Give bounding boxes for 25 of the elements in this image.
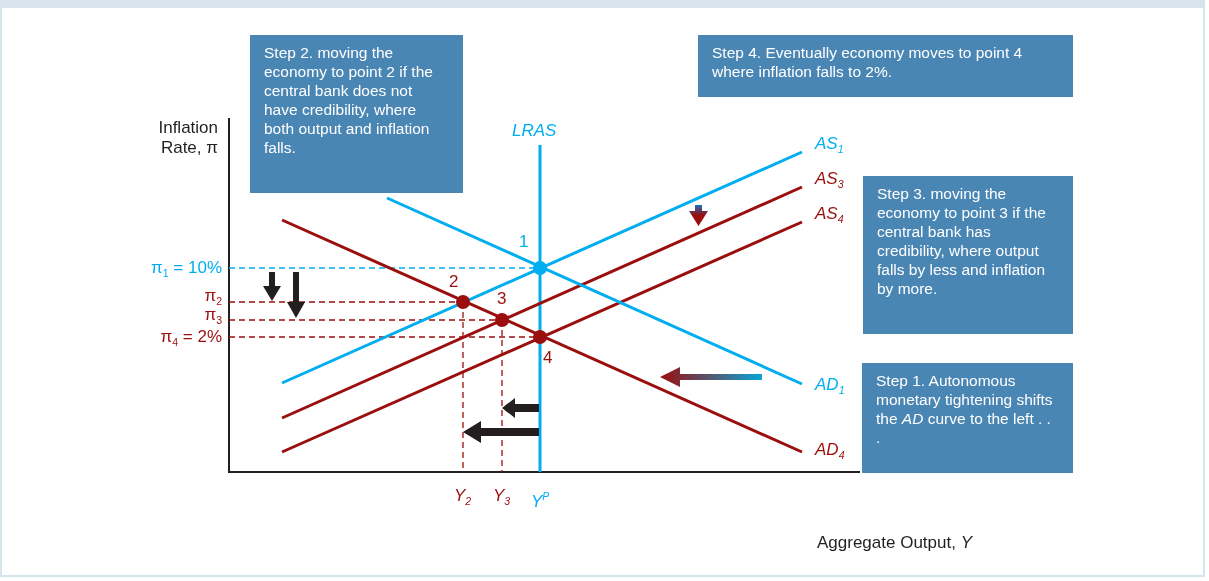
- point-number: 2: [449, 272, 459, 292]
- axis-tick-label: Y$_{3}$: [493, 486, 511, 510]
- step-text: Step 4. Eventually economy moves to point 4 where inflation falls to 2%.: [712, 43, 1024, 81]
- curve-label: AD$_{4}$: [815, 440, 845, 464]
- point-number: 4: [543, 348, 553, 368]
- axis-tick-label: π$_{1}$ = 10%: [150, 258, 222, 282]
- curve-label: AD$_{1}$: [815, 375, 845, 399]
- axis-tick-label: π$_{4}$ = 2%: [159, 327, 222, 351]
- curve-label: LRAS: [512, 121, 557, 141]
- step-box: [862, 363, 1073, 473]
- curve-label: AS$_{3}$: [815, 169, 844, 193]
- step-text: Step 3. moving the economy to point 3 if the central bank has credibility, where output falls by less and inflation by more.: [877, 184, 1047, 298]
- axis-title: Aggregate Output, Y: [817, 533, 972, 553]
- axis-tick-label: Y$_{2}$: [454, 486, 472, 510]
- step-box: [698, 35, 1073, 97]
- curve-label: AS$_{4}$: [815, 204, 844, 228]
- point-number: 1: [519, 232, 529, 252]
- step-text: Step 2. moving the economy to point 2 if the central bank does not have credibility, where both output and inflation falls.: [264, 43, 434, 157]
- step-box: [250, 35, 463, 193]
- curve-label: AS$_{1}$: [815, 134, 844, 158]
- step-text: Step 1. Autonomous monetary tightening shifts the AD curve to the left . . .: [876, 371, 1054, 447]
- axis-title: Inflation Rate, π: [157, 118, 218, 158]
- point-number: 3: [497, 289, 507, 309]
- step-box: [863, 176, 1073, 334]
- axis-tick-label: Y$^{P}$: [531, 489, 550, 512]
